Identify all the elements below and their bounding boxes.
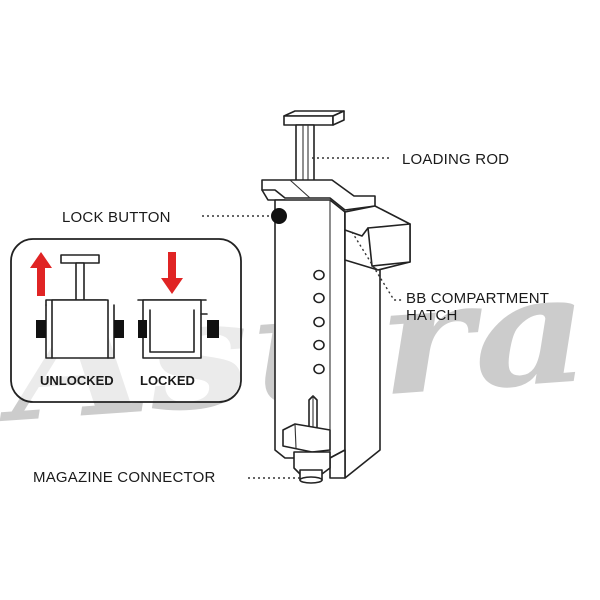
bb-compartment-hatch: [344, 205, 411, 271]
locked-down-arrow: [161, 252, 183, 294]
unlocked-state: [30, 252, 124, 359]
bb-hatch-label-line2: HATCH: [406, 307, 458, 324]
bb-windows: [313, 269, 325, 375]
bb-hatch-label-line1: BB COMPARTMENT: [406, 290, 549, 307]
loading-rod-label: LOADING ROD: [402, 151, 509, 168]
top-cap: [261, 179, 376, 211]
speedloader: [261, 110, 411, 484]
unlocked-up-arrow: [30, 252, 52, 296]
inset-frame: [10, 238, 242, 403]
lock-state-inset: UNLOCKED LOCKED: [10, 238, 242, 403]
unlocked-label: UNLOCKED: [40, 373, 114, 388]
loading-rod: [283, 110, 345, 186]
magazine-connector-label: MAGAZINE CONNECTOR: [33, 469, 216, 486]
locked-label: LOCKED: [140, 373, 195, 388]
leader-lines: [202, 157, 402, 479]
bottom-nozzle: [282, 423, 331, 484]
lock-button-label: LOCK BUTTON: [62, 209, 171, 226]
bb-hatch-leader: [351, 231, 402, 301]
lock-button: [271, 208, 287, 224]
locked-state: [137, 252, 219, 359]
